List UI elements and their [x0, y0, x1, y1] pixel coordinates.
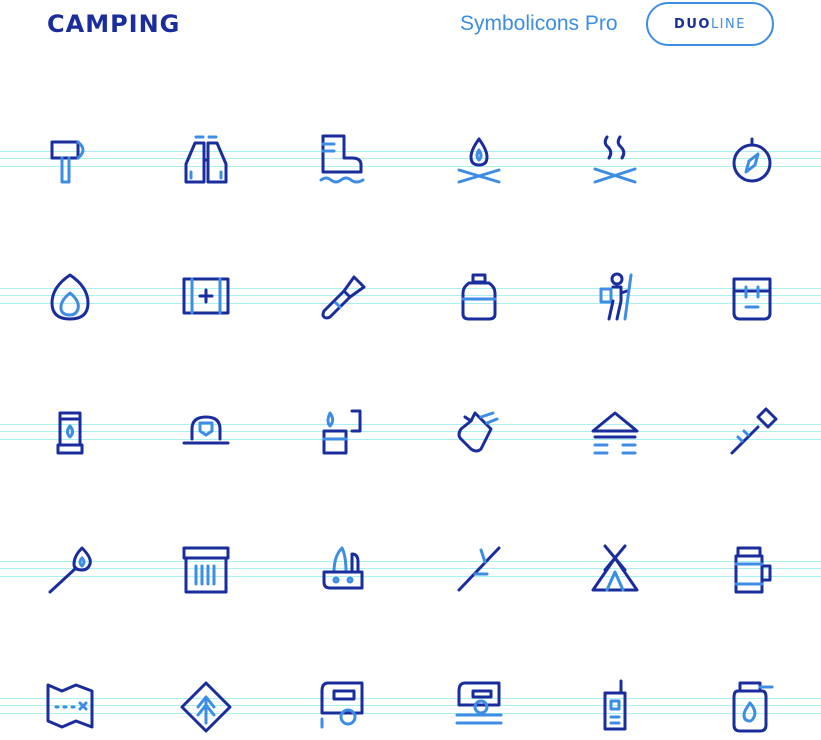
thermos-icon	[724, 542, 780, 598]
caravan-icon	[451, 679, 507, 735]
log-cabin-icon	[587, 405, 643, 461]
water-bottle-icon	[724, 679, 780, 735]
marshmallow-stick-icon	[724, 405, 780, 461]
branch-icon	[451, 542, 507, 598]
ranger-hat-icon	[178, 405, 234, 461]
page-title: CAMPING	[47, 10, 181, 38]
hiker-icon	[587, 269, 643, 325]
campfire-icon	[451, 132, 507, 188]
walkie-talkie-icon	[587, 679, 643, 735]
boot-icon	[314, 132, 370, 188]
match-icon	[42, 542, 98, 598]
glove-icon	[451, 405, 507, 461]
compass-icon	[724, 132, 780, 188]
lighter-icon	[314, 405, 370, 461]
camper-trailer-icon	[314, 679, 370, 735]
guide-band-row-5	[0, 690, 821, 740]
extinguished-fire-icon	[587, 132, 643, 188]
flashlight-icon	[314, 269, 370, 325]
flame-icon	[42, 269, 98, 325]
guide-band-row-4	[0, 553, 821, 603]
trail-sign-icon	[178, 679, 234, 735]
pocket-knife-icon	[314, 542, 370, 598]
cooler-icon	[178, 542, 234, 598]
tent-icon	[587, 542, 643, 598]
lantern-icon	[42, 405, 98, 461]
trail-map-icon	[42, 679, 98, 735]
guide-band-row-3	[0, 416, 821, 466]
guide-band-row-2	[0, 280, 821, 330]
style-label-part2: LINE	[710, 16, 746, 32]
first-aid-kit-icon	[178, 269, 234, 325]
gas-canister-icon	[451, 269, 507, 325]
binoculars-icon	[178, 132, 234, 188]
brand-name: Symbolicons Pro	[460, 12, 618, 35]
backpack-icon	[724, 269, 780, 325]
guide-band-row-1	[0, 143, 821, 193]
style-label-part1: DUO	[674, 16, 711, 32]
hatchet-icon	[42, 132, 98, 188]
